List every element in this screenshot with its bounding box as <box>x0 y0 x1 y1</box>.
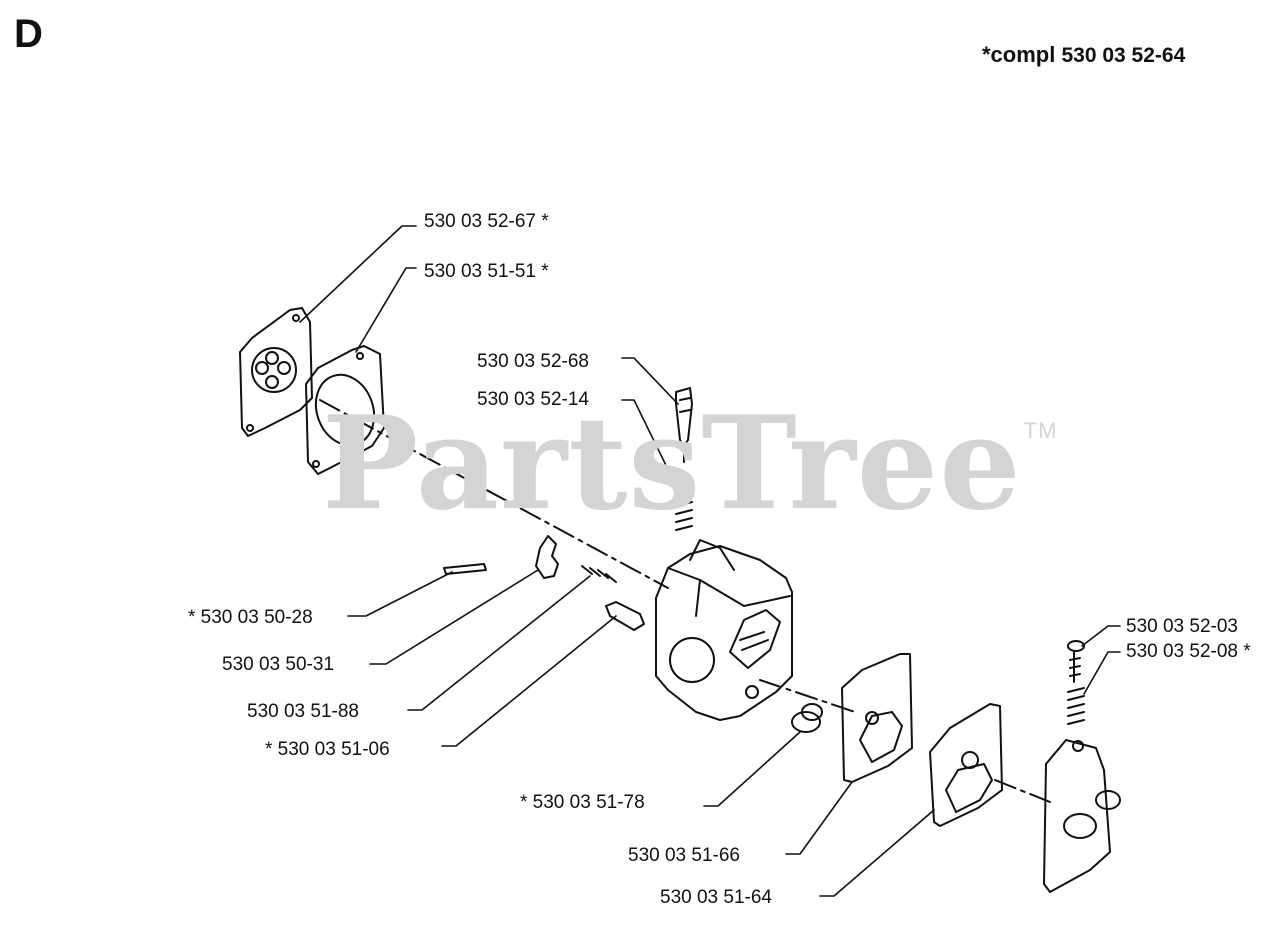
carburetor-body <box>655 539 793 721</box>
end-cover <box>1043 739 1121 893</box>
cover-spring <box>1067 687 1085 725</box>
watermark-trademark: TM <box>1023 418 1058 443</box>
part-label[interactable]: * 530 03 51-78 <box>520 792 645 813</box>
metering-lever <box>535 535 559 579</box>
inlet-needle <box>605 601 645 631</box>
metering-gasket <box>929 703 1003 827</box>
part-label[interactable]: * 530 03 51-06 <box>265 739 390 760</box>
watermark-logo: PartsTreeTM <box>322 400 1057 528</box>
part-label[interactable]: 530 03 52-14 <box>477 389 589 410</box>
part-label[interactable]: 530 03 52-68 <box>477 351 589 372</box>
kit-label: *compl 530 03 52-64 <box>982 42 1185 68</box>
part-label[interactable]: * 530 03 50-28 <box>188 607 313 628</box>
part-label[interactable]: 530 03 51-51 * <box>424 261 549 282</box>
part-label[interactable]: 530 03 52-67 * <box>424 211 549 232</box>
watermark-text: PartsTree <box>322 389 1022 539</box>
lever-spring <box>581 565 617 583</box>
center-axis-lines <box>319 399 1051 803</box>
welch-plug <box>791 703 823 733</box>
part-label[interactable]: 530 03 51-64 <box>660 887 772 908</box>
part-label[interactable]: 530 03 52-08 * <box>1126 641 1251 662</box>
part-label[interactable]: 530 03 52-03 <box>1126 616 1238 637</box>
pump-gasket <box>305 345 385 475</box>
kit-part-number: 530 03 52-64 <box>1061 44 1186 67</box>
metering-diaphragm <box>841 653 913 783</box>
needle-valve <box>675 387 693 463</box>
leader-lines <box>299 225 1121 897</box>
part-label[interactable]: 530 03 51-66 <box>628 845 740 866</box>
part-label[interactable]: 530 03 51-88 <box>247 701 359 722</box>
pump-cover-plate <box>239 307 313 437</box>
kit-prefix: *compl <box>982 42 1056 67</box>
section-letter: D <box>14 12 43 56</box>
part-label[interactable]: 530 03 50-31 <box>222 654 334 675</box>
adjust-spring <box>675 493 693 531</box>
cover-screw <box>1067 640 1085 683</box>
lever-pin <box>443 563 487 575</box>
